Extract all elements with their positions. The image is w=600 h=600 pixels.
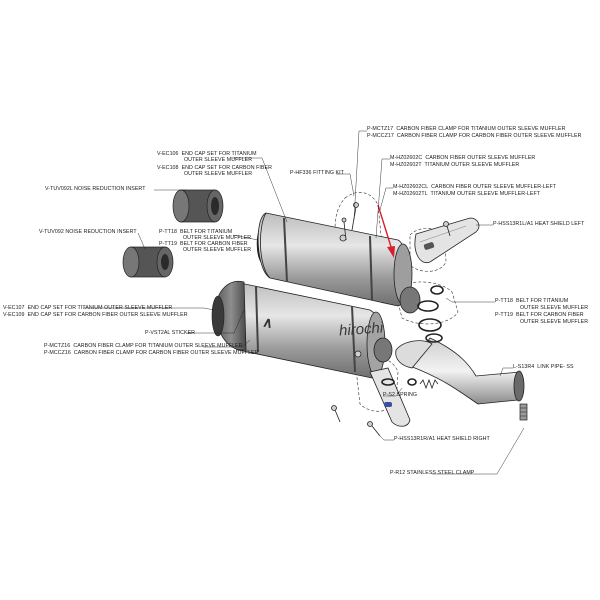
label-mccz17: P-MCCZ17 CARBON FIBER CLAMP FOR CARBON F…: [367, 133, 582, 139]
muffler-right: ∧: [211, 280, 393, 379]
label-ec109: V-EC109 END CAP SET FOR CARBON FIBER OUT…: [3, 312, 188, 318]
label-ec108: V-EC108 END CAP SET FOR CARBON FIBER: [157, 165, 272, 171]
label-hz02602cl: M-HZ02602CL CARBON FIBER OUTER SLEEVE MU…: [393, 184, 557, 190]
label-mctz17: P-MCTZ17 CARBON FIBER CLAMP FOR TITANIUM…: [367, 126, 566, 132]
label-hz02602t: M-HZ02602T TITANIUM OUTER SLEEVE MUFFLER: [390, 162, 520, 168]
label-tt18-left-sub: OUTER SLEEVE MUFFLER: [183, 235, 252, 241]
heat-shield-left: [414, 217, 480, 264]
label-ec108-sub: OUTER SLEEVE MUFFLER: [184, 171, 253, 177]
spring-part: [419, 378, 439, 390]
label-ec107: V-EC107 END CAP SET FOR TITANIUM OUTER S…: [3, 305, 173, 311]
label-hz02602c: M-HZ02602C CARBON FIBER OUTER SLEEVE MUF…: [390, 155, 536, 161]
label-hz02602tl: M-HZ02602TL TITANIUM OUTER SLEEVE MUFFLE…: [393, 191, 541, 197]
clamp-rings: [381, 285, 444, 386]
label-tt19-left: P-TT19 BELT FOR CARBON FIBER: [159, 241, 248, 247]
label-tt18-right-sub: OUTER SLEEVE MUFFLER: [520, 305, 589, 311]
label-hss13l: P-HSS13R1L/A1 HEAT SHIELD LEFT: [493, 221, 585, 227]
noise-reduction-insert-upper: [172, 189, 224, 223]
fastener-bolts: [331, 202, 451, 437]
label-hss13r: P-HSS13R1R/A1 HEAT SHIELD RIGHT: [394, 436, 490, 442]
label-tt19-right-sub: OUTER SLEEVE MUFFLER: [520, 319, 589, 325]
link-pipe: [395, 337, 525, 405]
svg-text:∧: ∧: [261, 313, 274, 331]
label-s2: P-S2 SPRING: [383, 392, 418, 398]
heat-shield-right: [369, 367, 411, 427]
muffler-left: [257, 212, 421, 314]
label-tt18-right: P-TT18 BELT FOR TITANIUM: [495, 298, 569, 304]
label-tt18-left: P-TT18 BELT FOR TITANIUM: [159, 229, 233, 235]
label-hf336: P-HF336 FITTING KIT: [290, 170, 344, 176]
stainless-clamp-part: [519, 403, 528, 421]
label-tuv092: V-TUV092 NOISE REDUCTION INSERT: [39, 229, 137, 235]
red-pointer-arrow: [377, 204, 395, 258]
watermark-text: hirochi: [338, 319, 384, 340]
label-tt19-right: P-TT19 BELT FOR CARBON FIBER: [495, 312, 584, 318]
label-tt19-left-sub: OUTER SLEEVE MUFFLER: [183, 247, 252, 253]
label-s13r4: L-S13R4 LINK PIPE- SS: [513, 364, 574, 370]
label-tuv092l: V-TUV092L NOISE REDUCTION INSERT: [45, 186, 146, 192]
label-ec106-sub: OUTER SLEEVE MUFFLER: [184, 157, 253, 163]
noise-reduction-insert-lower: [122, 246, 174, 278]
label-mctz16: P-MCTZ16 CARBON FIBER CLAMP FOR TITANIUM…: [44, 343, 243, 349]
label-ec106: V-EC106 END CAP SET FOR TITANIUM: [157, 151, 257, 157]
label-r12: P-R12 STAINLESS STEEL CLAMP: [390, 470, 475, 476]
leader-lines: [83, 130, 525, 475]
label-vst2al: P-VST2AL STICKER: [145, 330, 196, 336]
label-mccz16: P-MCCZ16 CARBON FIBER CLAMP FOR CARBON F…: [44, 350, 259, 356]
